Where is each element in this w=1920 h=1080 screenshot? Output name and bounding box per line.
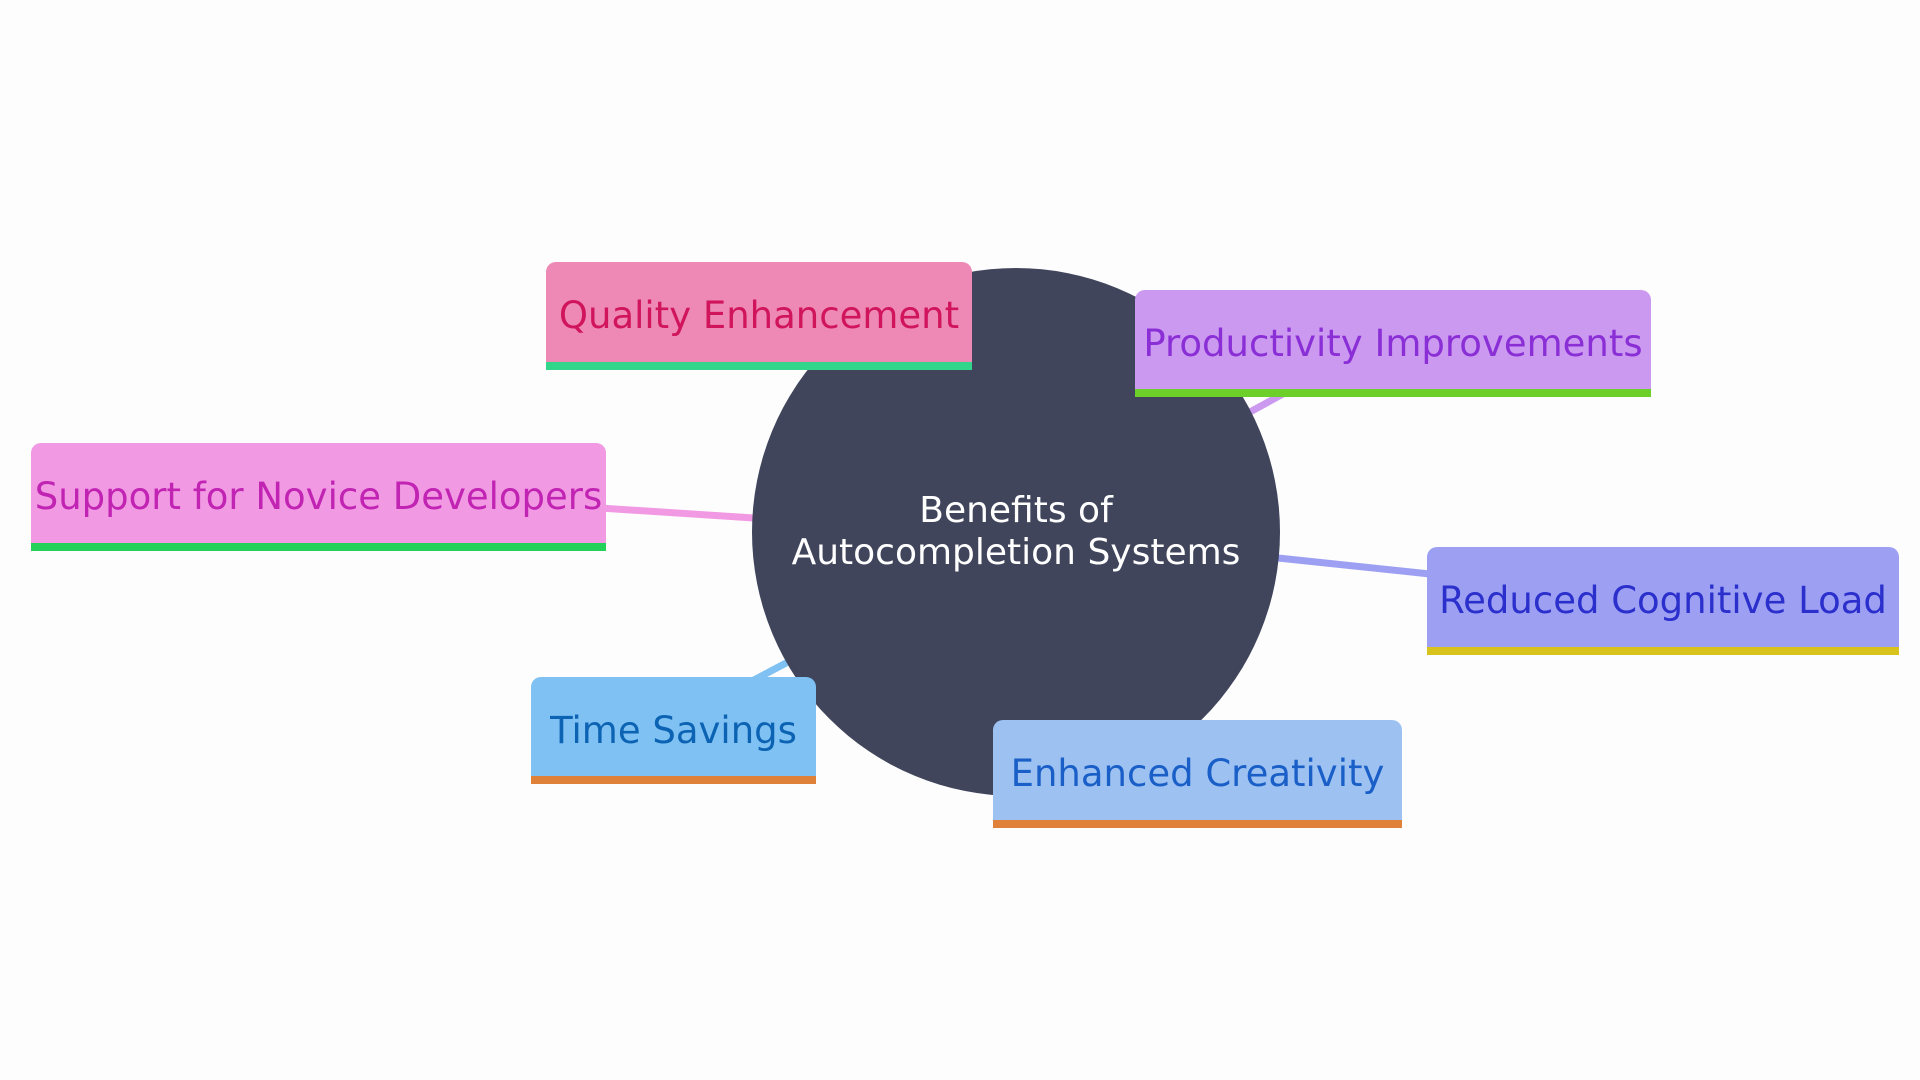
node-label: Enhanced Creativity bbox=[1010, 752, 1385, 795]
connector-support-for-novice-developers bbox=[596, 504, 758, 522]
node-quality-enhancement: Quality Enhancement bbox=[546, 262, 972, 370]
node-accent-bar bbox=[31, 543, 606, 551]
node-label: Support for Novice Developers bbox=[34, 475, 603, 518]
node-accent-bar bbox=[546, 362, 972, 370]
node-label: Quality Enhancement bbox=[558, 294, 960, 337]
node-accent-bar bbox=[993, 820, 1402, 828]
central-topic-label: Benefits of Autocompletion Systems bbox=[791, 490, 1241, 573]
node-accent-bar bbox=[1427, 647, 1899, 655]
node-label: Reduced Cognitive Load bbox=[1439, 579, 1887, 622]
node-productivity-improvements: Productivity Improvements bbox=[1135, 290, 1651, 397]
connector-reduced-cognitive-load bbox=[1274, 554, 1434, 578]
node-label: Time Savings bbox=[550, 708, 797, 752]
node-label: Productivity Improvements bbox=[1143, 321, 1643, 365]
node-accent-bar bbox=[531, 776, 816, 784]
node-reduced-cognitive-load: Reduced Cognitive Load bbox=[1427, 547, 1899, 655]
node-time-savings: Time Savings bbox=[531, 677, 816, 784]
node-enhanced-creativity: Enhanced Creativity bbox=[993, 720, 1402, 828]
node-accent-bar bbox=[1135, 389, 1651, 397]
node-support-for-novice-developers: Support for Novice Developers bbox=[31, 443, 606, 551]
